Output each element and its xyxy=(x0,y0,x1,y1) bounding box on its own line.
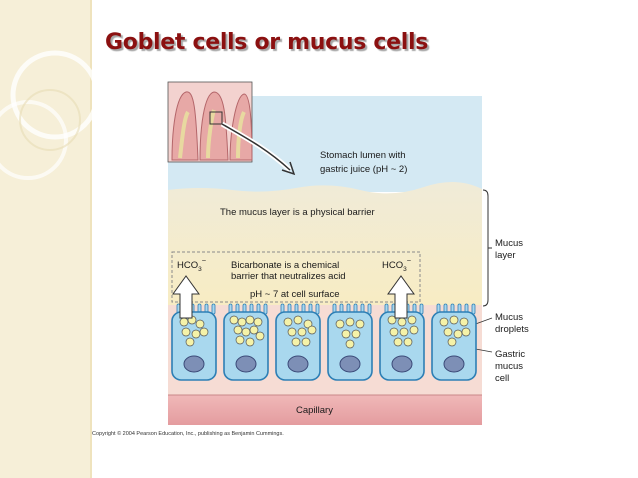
side-droplets-line2: droplets xyxy=(495,324,529,335)
mucus-droplet xyxy=(439,317,449,327)
tissue-region xyxy=(168,305,482,395)
cell-nucleus xyxy=(287,355,309,373)
mucus-droplet xyxy=(297,327,307,337)
mucus-droplet xyxy=(355,319,365,329)
mucus-droplet xyxy=(229,315,239,325)
cell-nucleus xyxy=(235,355,257,373)
mucus-droplet xyxy=(341,329,351,339)
mucus-droplet xyxy=(195,319,205,329)
mucus-droplet xyxy=(403,337,413,347)
mucus-droplet xyxy=(245,315,255,325)
chemical-barrier-box xyxy=(171,251,421,303)
mucus-droplet xyxy=(345,339,355,349)
mucus-droplet xyxy=(283,317,293,327)
slide-title: Goblet cells or mucus cells xyxy=(105,30,429,55)
ph-surface-label: pH ~ 7 at cell surface xyxy=(250,289,340,300)
microvillus xyxy=(471,303,476,315)
hco3-left-label: HCO3− xyxy=(177,256,207,273)
side-cell-line2: mucus xyxy=(495,361,523,372)
mucus-droplet xyxy=(233,325,243,335)
bicarbonate-label-line1: Bicarbonate is a chemical xyxy=(231,260,339,271)
mucus-droplet xyxy=(447,337,457,347)
gastric-mucus-cell xyxy=(327,303,373,381)
hco3-arrow-right xyxy=(387,275,415,319)
mucus-droplet xyxy=(387,315,397,325)
gastric-mucus-cell xyxy=(431,303,477,381)
mucus-droplet xyxy=(253,317,263,327)
capillary-label: Capillary xyxy=(296,405,333,416)
lumen-label-line2: gastric juice (pH ~ 2) xyxy=(320,164,407,175)
mucus-droplet xyxy=(255,331,265,341)
side-mucus-layer-line1: Mucus xyxy=(495,238,523,249)
cell-nucleus xyxy=(339,355,361,373)
side-cell-line1: Gastric xyxy=(495,349,525,360)
bicarbonate-label-line2: barrier that neutralizes acid xyxy=(231,271,346,282)
microvillus xyxy=(211,303,216,315)
hco3-right-label: HCO3− xyxy=(382,256,412,273)
stomach-wall-inset xyxy=(167,81,296,176)
cell-nucleus xyxy=(183,355,205,373)
mucus-droplet xyxy=(191,329,201,339)
mucus-droplet xyxy=(443,327,453,337)
mucus-droplet xyxy=(179,317,189,327)
mucus-droplet xyxy=(181,327,191,337)
mucus-droplet xyxy=(185,337,195,347)
mucus-droplet xyxy=(249,325,259,335)
mucus-droplet xyxy=(399,327,409,337)
mucus-droplet xyxy=(287,327,297,337)
microvillus xyxy=(315,303,320,315)
mucus-droplet xyxy=(409,325,419,335)
gastric-mucus-cell xyxy=(223,303,269,381)
mucus-droplet xyxy=(407,315,417,325)
mucus-droplet xyxy=(291,337,301,347)
mucus-droplet xyxy=(461,327,471,337)
mucus-droplet xyxy=(449,315,459,325)
mucus-barrier-label: The mucus layer is a physical barrier xyxy=(220,207,375,218)
copyright-notice: Copyright © 2004 Pearson Education, Inc.… xyxy=(92,431,284,437)
mucus-droplet xyxy=(453,329,463,339)
hco3-arrow-left xyxy=(172,275,200,319)
capillary-region xyxy=(168,395,482,425)
mucus-droplet xyxy=(235,335,245,345)
slide-left-band-edge xyxy=(90,0,92,478)
cell-nucleus xyxy=(443,355,465,373)
mucus-droplet xyxy=(307,325,317,335)
lumen-label-line1: Stomach lumen with xyxy=(320,150,406,161)
microvillus xyxy=(263,303,268,315)
gastric-mucus-cell xyxy=(171,303,217,381)
mucus-droplet xyxy=(393,337,403,347)
mucus-droplet xyxy=(303,319,313,329)
mucus-droplet xyxy=(199,327,209,337)
mucus-droplet xyxy=(345,317,355,327)
mucus-droplet xyxy=(245,337,255,347)
mucus-droplet xyxy=(301,337,311,347)
mucus-droplet xyxy=(389,327,399,337)
microvillus xyxy=(367,303,372,315)
microvillus xyxy=(419,303,424,315)
cell-nucleus xyxy=(391,355,413,373)
gastric-mucus-cells xyxy=(171,303,477,381)
decorative-circles xyxy=(0,50,100,180)
side-droplets-line1: Mucus xyxy=(495,312,523,323)
mucus-droplet xyxy=(351,329,361,339)
side-mucus-layer-line2: layer xyxy=(495,250,516,261)
mucus-droplet xyxy=(335,319,345,329)
mucus-droplet xyxy=(459,317,469,327)
mucus-droplet xyxy=(293,315,303,325)
gastric-mucus-cell xyxy=(275,303,321,381)
mucus-droplet xyxy=(397,317,407,327)
side-cell-line3: cell xyxy=(495,373,509,384)
mucus-droplet xyxy=(237,317,247,327)
mucus-droplet xyxy=(241,327,251,337)
